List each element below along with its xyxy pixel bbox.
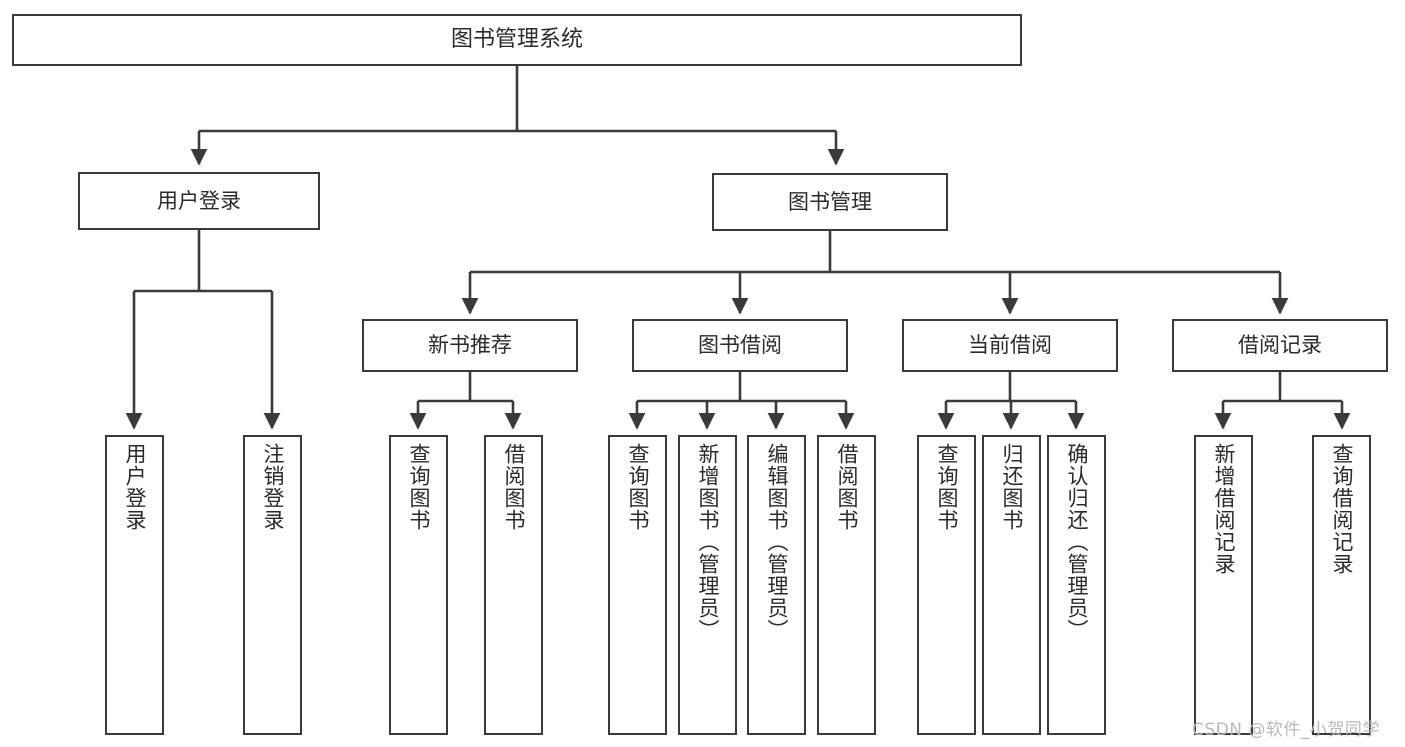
- leaf-add-book[interactable]: 新增图书（管理员）: [678, 435, 737, 735]
- leaf-query-book-3[interactable]: 查询图书: [917, 435, 976, 735]
- csdn-watermark: CSDN @软件_小贺同学: [1192, 720, 1380, 740]
- leaf-logout-login[interactable]: 注销登录: [243, 435, 302, 735]
- node-current-borrow-label: 当前借阅: [968, 333, 1052, 358]
- leaf-query-record-label: 查询借阅记录: [1330, 443, 1354, 575]
- node-borrow-record[interactable]: 借阅记录: [1172, 319, 1388, 372]
- leaf-borrow-book-2[interactable]: 借阅图书: [817, 435, 876, 735]
- leaf-confirm-return-label: 确认归还（管理员）: [1065, 443, 1089, 641]
- leaf-return-book-label: 归还图书: [1000, 443, 1024, 531]
- node-new-book-recommend-label: 新书推荐: [428, 333, 512, 358]
- node-current-borrow[interactable]: 当前借阅: [902, 319, 1118, 372]
- leaf-return-book[interactable]: 归还图书: [982, 435, 1041, 735]
- node-new-book-recommend[interactable]: 新书推荐: [362, 319, 578, 372]
- leaf-borrow-book-2-label: 借阅图书: [835, 443, 859, 531]
- leaf-query-book-2[interactable]: 查询图书: [608, 435, 667, 735]
- node-borrow-record-label: 借阅记录: [1238, 333, 1322, 358]
- node-user-login-label: 用户登录: [157, 188, 241, 213]
- leaf-user-login[interactable]: 用户登录: [105, 435, 164, 735]
- leaf-query-book-2-label: 查询图书: [626, 443, 650, 531]
- leaf-logout-login-label: 注销登录: [261, 443, 285, 531]
- leaf-edit-book-label: 编辑图书（管理员）: [765, 443, 789, 641]
- node-book-manage[interactable]: 图书管理: [712, 173, 948, 231]
- leaf-borrow-book-1[interactable]: 借阅图书: [484, 435, 543, 735]
- node-book-borrow[interactable]: 图书借阅: [632, 319, 848, 372]
- node-user-login[interactable]: 用户登录: [78, 172, 320, 230]
- leaf-add-book-label: 新增图书（管理员）: [696, 443, 720, 641]
- leaf-edit-book[interactable]: 编辑图书（管理员）: [747, 435, 806, 735]
- leaf-query-book-1[interactable]: 查询图书: [389, 435, 448, 735]
- leaf-confirm-return[interactable]: 确认归还（管理员）: [1047, 435, 1106, 735]
- node-book-borrow-label: 图书借阅: [698, 333, 782, 358]
- leaf-add-record-label: 新增借阅记录: [1212, 443, 1236, 575]
- leaf-borrow-book-1-label: 借阅图书: [502, 443, 526, 531]
- node-root-label: 图书管理系统: [450, 27, 583, 53]
- leaf-query-record[interactable]: 查询借阅记录: [1312, 435, 1371, 735]
- leaf-query-book-3-label: 查询图书: [935, 443, 959, 531]
- leaf-query-book-1-label: 查询图书: [407, 443, 431, 531]
- leaf-user-login-label: 用户登录: [123, 443, 147, 531]
- leaf-add-record[interactable]: 新增借阅记录: [1194, 435, 1253, 735]
- node-book-manage-label: 图书管理: [788, 189, 872, 214]
- node-root[interactable]: 图书管理系统: [12, 14, 1022, 66]
